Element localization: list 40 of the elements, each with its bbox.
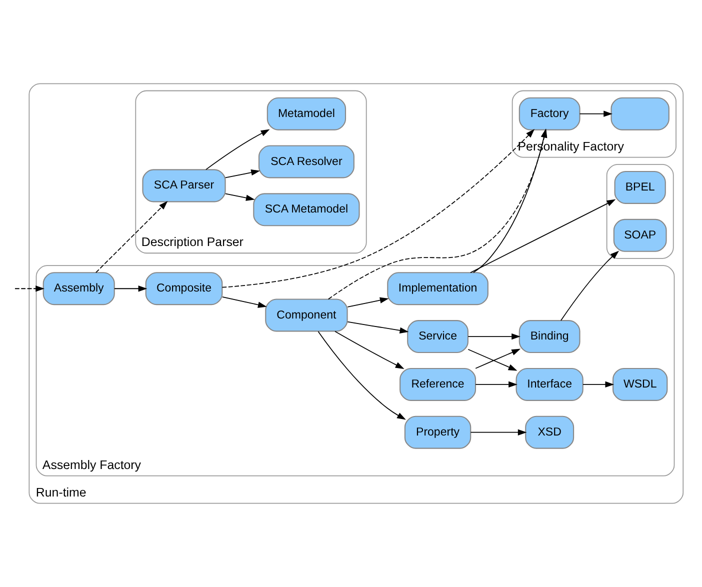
node-box: BPEL (614, 170, 666, 204)
arrow (579, 110, 612, 117)
node-box: Composite (145, 272, 223, 306)
node-box: Reference (400, 368, 476, 401)
node-box: Metamodel (266, 97, 346, 130)
arrow (222, 296, 267, 308)
node-box: SCA Parser (142, 169, 226, 202)
arrow (468, 333, 520, 340)
arrow (582, 381, 614, 388)
node-box: SCA Resolver (258, 145, 354, 178)
arrow (318, 331, 406, 420)
arrow (347, 321, 409, 334)
node-box: Implementation (387, 272, 488, 306)
node-box: Factory (518, 97, 580, 130)
arrow (14, 286, 44, 292)
arrow (206, 129, 270, 170)
arrow (224, 169, 260, 178)
arrow (95, 201, 168, 273)
node-box: Component (265, 298, 348, 332)
arrow (347, 297, 389, 308)
node-box: WSDL (612, 368, 668, 401)
arrow (334, 330, 404, 369)
arrow (468, 348, 518, 371)
arrow (222, 129, 535, 288)
node-box (610, 97, 670, 130)
node-box: SCA Metamodel (253, 193, 360, 226)
node-box: Binding (518, 320, 580, 354)
node-box: SOAP (613, 218, 667, 252)
arrow (475, 348, 521, 369)
arrow (470, 199, 616, 274)
node-box: Property (404, 416, 472, 449)
arrow (560, 250, 619, 321)
arrow (114, 286, 148, 292)
node-box: Assembly (42, 272, 115, 306)
arrow (224, 193, 255, 201)
arrow (475, 381, 518, 388)
node-box: Interface (516, 368, 584, 401)
node-box: Service (407, 320, 468, 354)
arrow (470, 429, 527, 436)
node-box: XSD (525, 416, 574, 449)
